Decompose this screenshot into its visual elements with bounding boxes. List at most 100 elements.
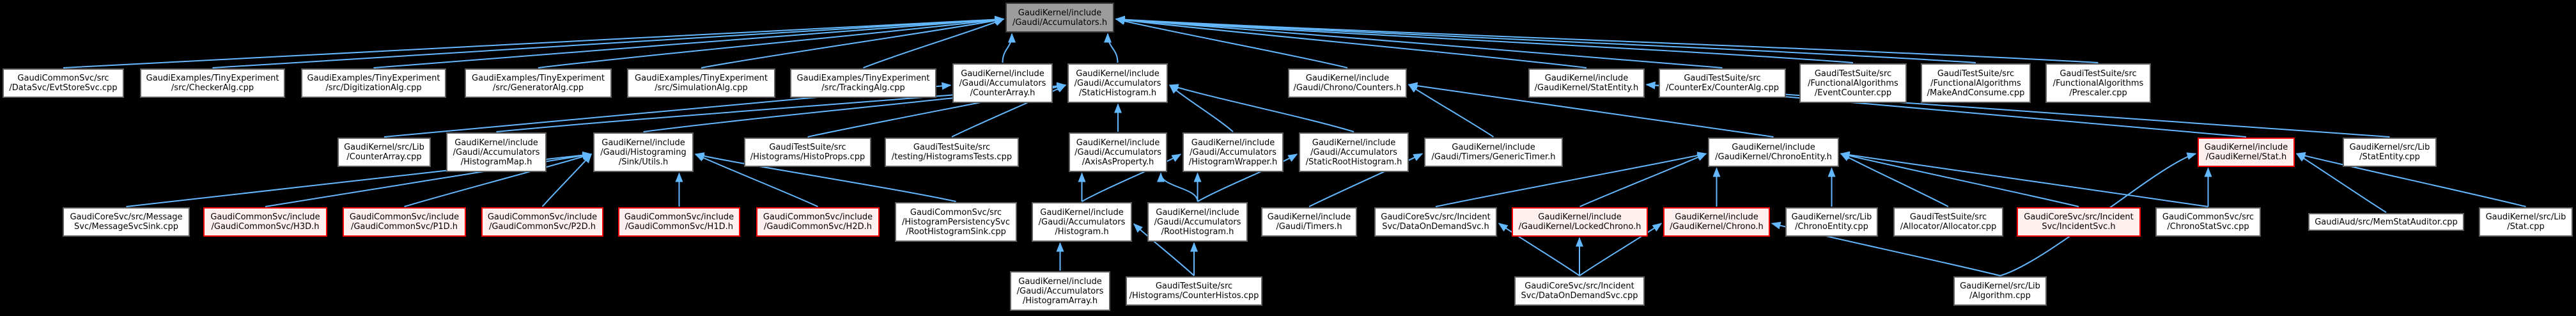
- node-label-line: /FunctionalAlgorithms: [2052, 78, 2144, 88]
- graph-node-roothistogram-h[interactable]: GaudiKernel/include/Gaudi/Accumulators/R…: [1147, 202, 1248, 242]
- graph-node-chronoentity-h[interactable]: GaudiKernel/include/GaudiKernel/ChronoEn…: [1708, 138, 1839, 167]
- node-label-line: GaudiCommonSvc/src: [2162, 212, 2254, 222]
- graph-node-chrono-counters-h[interactable]: GaudiKernel/include/Gaudi/Chrono/Counter…: [1288, 68, 1407, 98]
- node-label-line: /Gaudi/Accumulators: [453, 147, 540, 157]
- graph-node-generictimer-h[interactable]: GaudiKernel/include/Gaudi/Timers/Generic…: [1424, 138, 1563, 167]
- graph-node-allocator-cpp[interactable]: GaudiTestSuite/src/Allocator/Allocator.c…: [1893, 207, 2003, 237]
- graph-node-trackingalg-cpp[interactable]: GaudiExamples/TinyExperiment/src/Trackin…: [790, 68, 936, 98]
- graph-node-histoprops-cpp[interactable]: GaudiTestSuite/src/Histograms/HistoProps…: [744, 138, 871, 167]
- node-label-line: GaudiTestSuite/src: [769, 143, 846, 152]
- graph-node-p2d-h[interactable]: GaudiCommonSvc/include/GaudiCommonSvc/P2…: [481, 207, 603, 237]
- node-label-line: /MakeAndConsume.cpp: [1927, 88, 2025, 98]
- node-label-line: GaudiExamples/TinyExperiment: [472, 74, 605, 83]
- graph-node-generatoralg-cpp[interactable]: GaudiExamples/TinyExperiment/src/Generat…: [465, 68, 612, 98]
- graph-node-digitizationalg-cpp[interactable]: GaudiExamples/TinyExperiment/src/Digitiz…: [301, 68, 446, 98]
- graph-node-statentity-cpp[interactable]: GaudiKernel/src/Lib/StatEntity.cpp: [2343, 138, 2437, 167]
- graph-node-algorithm-cpp[interactable]: GaudiKernel/src/Lib/Algorithm.cpp: [1953, 276, 2047, 306]
- node-label-line: /StaticHistogram.h: [1078, 88, 1157, 98]
- graph-node-h1d-h[interactable]: GaudiCommonSvc/include/GaudiCommonSvc/H1…: [618, 207, 740, 237]
- graph-node-memstatauditor-cpp[interactable]: GaudiAud/src/MemStatAuditor.cpp: [2308, 213, 2464, 231]
- edge-chronoentity-h-to-chrono-counters-h: [1408, 82, 1774, 138]
- graph-node-counterarray-cpp[interactable]: GaudiKernel/src/Lib/CounterArray.cpp: [338, 138, 431, 167]
- graph-node-roothistogramsink-cpp[interactable]: GaudiCommonSvc/src/HistogramPersistencyS…: [895, 202, 1017, 242]
- graph-node-timers-h[interactable]: GaudiKernel/include/Gaudi/Timers.h: [1261, 207, 1357, 237]
- graph-node-checkeralg-cpp[interactable]: GaudiExamples/TinyExperiment/src/Checker…: [140, 68, 285, 98]
- node-label-line: Svc/MessageSvcSink.cpp: [74, 222, 178, 232]
- graph-node-p1d-h[interactable]: GaudiCommonSvc/include/GaudiCommonSvc/P1…: [343, 207, 466, 237]
- graph-node-histogramarray-h[interactable]: GaudiKernel/include/Gaudi/Accumulators/H…: [1010, 271, 1110, 311]
- node-label-line: /HistogramPersistencySvc: [902, 217, 1010, 227]
- node-label-line: GaudiCommonSvc/include: [763, 212, 873, 222]
- node-label-line: GaudiKernel/src/Lib: [344, 143, 424, 152]
- graph-node-statichistogram-h[interactable]: GaudiKernel/include/Gaudi/Accumulators/S…: [1067, 63, 1168, 103]
- edge-h3d-h-to-sink-utils-h: [265, 152, 593, 207]
- graph-node-histogramwrapper-h[interactable]: GaudiKernel/include/Gaudi/Accumulators/H…: [1183, 132, 1284, 172]
- node-label-line: GaudiTestSuite/src: [913, 143, 991, 152]
- node-label-line: /GaudiKernel/Stat.h: [2205, 152, 2287, 162]
- graph-node-evtstoresvc-cpp[interactable]: GaudiCommonSvc/src/DataSvc/EvtStoreSvc.c…: [3, 68, 124, 98]
- graph-node-eventcounter-cpp[interactable]: GaudiTestSuite/src/FunctionalAlgorithms/…: [1799, 63, 1907, 103]
- graph-node-counterarray-h[interactable]: GaudiKernel/include/Gaudi/Accumulators/C…: [952, 63, 1053, 103]
- graph-node-histogrammap-h[interactable]: GaudiKernel/include/Gaudi/Accumulators/H…: [446, 132, 547, 172]
- node-label-line: /Sink/Utils.h: [618, 157, 669, 167]
- node-label-line: /GaudiCommonSvc/H1D.h: [625, 222, 733, 232]
- node-label-line: /HistogramWrapper.h: [1188, 157, 1278, 167]
- edge-roothistogram-h-to-staticroothistogram-h: [1197, 154, 1298, 202]
- edge-timers-h-to-generictimer-h: [1308, 153, 1424, 207]
- node-label-line: /Gaudi/Accumulators: [1310, 147, 1397, 157]
- node-label-line: /StaticRootHistogram.h: [1305, 157, 1402, 167]
- graph-node-chronostatsvc-cpp[interactable]: GaudiCommonSvc/src/ChronoStatSvc.cpp: [2155, 207, 2261, 237]
- node-label-line: /CounterArray.cpp: [346, 152, 422, 162]
- graph-node-histogram-h[interactable]: GaudiKernel/include/Gaudi/Accumulators/H…: [1032, 202, 1132, 242]
- node-label-line: GaudiKernel/src/Lib: [2349, 143, 2430, 152]
- node-label-line: /Histograms/HistoProps.cpp: [750, 152, 865, 162]
- edge-histogramstests-cpp-to-statichistogram-h: [951, 84, 1067, 138]
- node-label-line: /GaudiKernel/ChronoEntity.h: [1715, 152, 1832, 162]
- graph-node-accumulators-h[interactable]: GaudiKernel/include/Gaudi/Accumulators.h: [1005, 3, 1114, 33]
- edge-counteralg-cpp-to-accumulators-h: [1115, 16, 1723, 68]
- graph-node-statentity-h[interactable]: GaudiKernel/include/GaudiKernel/StatEnti…: [1528, 68, 1645, 98]
- node-label-line: /ChronoStatSvc.cpp: [2167, 222, 2249, 232]
- node-label-line: GaudiKernel/include: [1191, 138, 1275, 148]
- node-label-line: GaudiKernel/include: [1018, 8, 1102, 18]
- graph-node-stat-cpp[interactable]: GaudiKernel/src/Lib/Stat.cpp: [2479, 207, 2573, 237]
- node-label-line: /AxisAsProperty.h: [1082, 157, 1154, 167]
- node-label-line: /HistogramMap.h: [460, 157, 532, 167]
- node-label-line: GaudiTestSuite/src: [1937, 68, 2015, 79]
- graph-node-chronoentity-cpp[interactable]: GaudiKernel/src/Lib/ChronoEntity.cpp: [1785, 207, 1878, 237]
- node-label-line: GaudiAud/src/MemStatAuditor.cpp: [2315, 217, 2458, 227]
- graph-node-h3d-h[interactable]: GaudiCommonSvc/include/GaudiCommonSvc/H3…: [203, 207, 327, 237]
- edge-dataondemandsvc-h-to-chronoentity-h: [1435, 152, 1707, 207]
- node-label-line: /HistogramArray.h: [1022, 296, 1098, 306]
- edge-stat-cpp-to-stat-h: [2295, 152, 2526, 207]
- graph-node-stat-h[interactable]: GaudiKernel/include/GaudiKernel/Stat.h: [2198, 138, 2295, 167]
- node-label-line: GaudiKernel/include: [1732, 143, 1815, 152]
- edge-h2d-h-to-sink-utils-h: [694, 154, 818, 207]
- graph-node-counterhistos-cpp[interactable]: GaudiTestSuite/src/Histograms/CounterHis…: [1126, 276, 1262, 306]
- node-label-line: /Gaudi/Accumulators: [1016, 286, 1104, 296]
- graph-node-axisasproperty-h[interactable]: GaudiKernel/include/Gaudi/Accumulators/A…: [1069, 132, 1167, 172]
- graph-node-counteralg-cpp[interactable]: GaudiTestSuite/src/CounterEx/CounterAlg.…: [1659, 68, 1786, 98]
- graph-node-chrono-h[interactable]: GaudiKernel/include/GaudiKernel/Chrono.h: [1663, 207, 1770, 237]
- edge-prescaler-cpp-to-accumulators-h: [1115, 15, 2099, 63]
- graph-node-h2d-h[interactable]: GaudiCommonSvc/include/GaudiCommonSvc/H2…: [756, 207, 880, 237]
- edge-roothistogram-h-to-axisasproperty-h: [1157, 172, 1199, 202]
- graph-node-prescaler-cpp[interactable]: GaudiTestSuite/src/FunctionalAlgorithms/…: [2045, 63, 2151, 103]
- node-label-line: GaudiKernel/src/Lib: [1791, 212, 1872, 222]
- graph-node-lockedchrono-h[interactable]: GaudiKernel/include/GaudiKernel/LockedCh…: [1512, 207, 1648, 237]
- edge-p2d-h-to-sink-utils-h: [541, 153, 592, 207]
- node-label-line: GaudiKernel/include: [1312, 138, 1396, 148]
- graph-node-staticroothistogram-h[interactable]: GaudiKernel/include/Gaudi/Accumulators/S…: [1299, 132, 1409, 172]
- node-label-line: /CounterArray.h: [970, 88, 1036, 98]
- graph-node-simulationalg-cpp[interactable]: GaudiExamples/TinyExperiment/src/Simulat…: [627, 68, 775, 98]
- node-label-line: GaudiCommonSvc/include: [487, 212, 598, 222]
- graph-node-makeandconsume-cpp[interactable]: GaudiTestSuite/src/FunctionalAlgorithms/…: [1921, 63, 2031, 103]
- graph-node-sink-utils-h[interactable]: GaudiKernel/include/Gaudi/Histograming/S…: [593, 132, 694, 172]
- node-label-line: /Gaudi/Histograming: [600, 147, 687, 157]
- graph-node-histogramstests-cpp[interactable]: GaudiTestSuite/src/testing/HistogramsTes…: [885, 138, 1019, 167]
